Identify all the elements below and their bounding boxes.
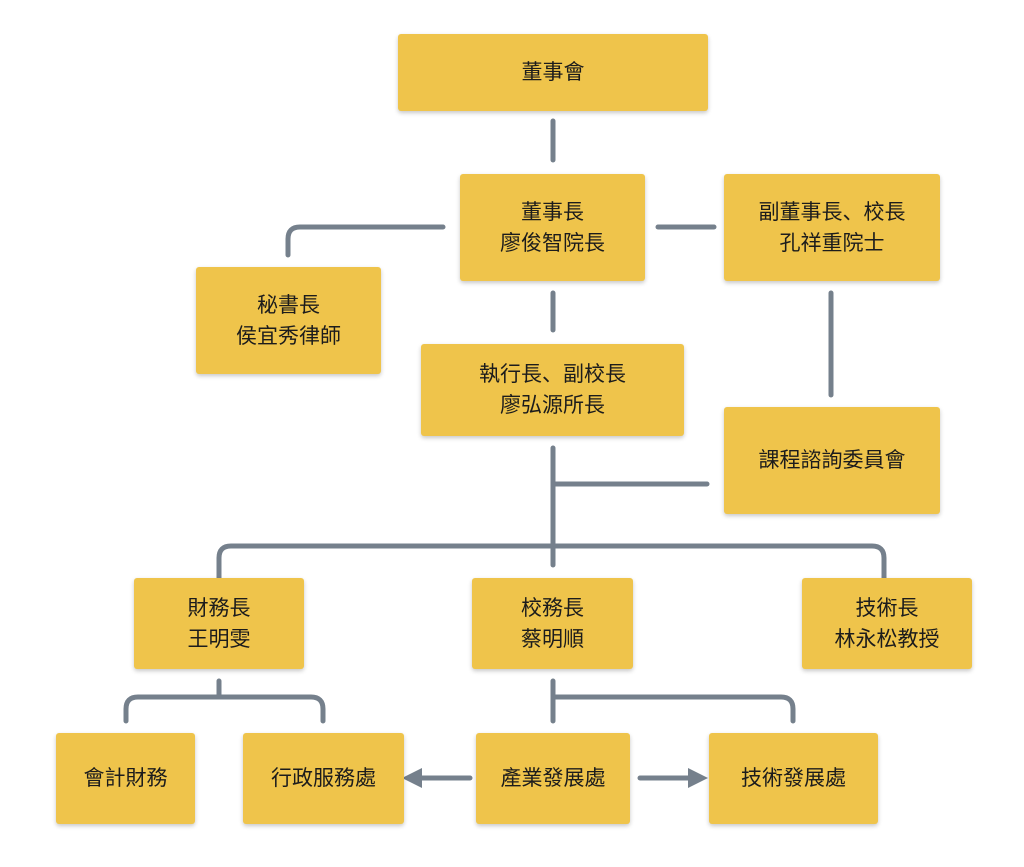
node-academic-title: 校務長 (521, 595, 584, 620)
node-executive-title: 執行長、副校長 (479, 362, 626, 386)
node-accounting: 會計財務 (56, 733, 195, 824)
node-executive-person: 廖弘源所長 (500, 393, 605, 417)
node-accounting-title: 會計財務 (83, 766, 168, 790)
node-board-title: 董事會 (521, 60, 585, 84)
node-industry-dev-title: 產業發展處 (500, 766, 606, 790)
node-finance-title: 財務長 (187, 595, 251, 620)
line-finance-split (123, 678, 326, 724)
node-tech-dev-title: 技術發展處 (741, 766, 846, 790)
line-chairman-to-secretary (285, 224, 446, 258)
node-vice-chairman-person: 孔祥重院士 (779, 230, 885, 255)
node-technology-person: 林永松教授 (834, 626, 940, 651)
node-finance-person: 王明雯 (187, 626, 251, 651)
node-vice-chairman-title: 副董事長、校長 (758, 199, 906, 224)
node-vice-chairman: 副董事長、校長 孔祥重院士 (724, 174, 940, 281)
node-tech-dev: 技術發展處 (709, 733, 878, 824)
node-academic: 校務長 蔡明順 (472, 578, 633, 669)
node-finance: 財務長 王明雯 (134, 578, 304, 669)
node-admin-services: 行政服務處 (243, 733, 404, 824)
node-chairman-title: 董事長 (521, 199, 584, 224)
node-board: 董事會 (398, 34, 708, 111)
node-curriculum: 課程諮詢委員會 (724, 407, 940, 514)
node-chairman: 董事長 廖俊智院長 (460, 174, 645, 281)
node-executive: 執行長、副校長 廖弘源所長 (421, 344, 684, 436)
line-academic-split (550, 678, 796, 724)
node-secretary-title: 秘書長 (257, 292, 320, 317)
node-academic-person: 蔡明順 (521, 626, 584, 651)
node-technology: 技術長 林永松教授 (802, 578, 972, 669)
node-chairman-person: 廖俊智院長 (500, 230, 605, 255)
node-admin-services-title: 行政服務處 (271, 766, 376, 790)
node-technology-title: 技術長 (855, 595, 919, 620)
line-executive-branch (216, 543, 887, 581)
node-secretary-person: 侯宜秀律師 (236, 323, 341, 348)
node-secretary: 秘書長 侯宜秀律師 (196, 267, 381, 374)
node-industry-dev: 產業發展處 (476, 733, 630, 824)
node-curriculum-title: 課程諮詢委員會 (758, 448, 906, 472)
